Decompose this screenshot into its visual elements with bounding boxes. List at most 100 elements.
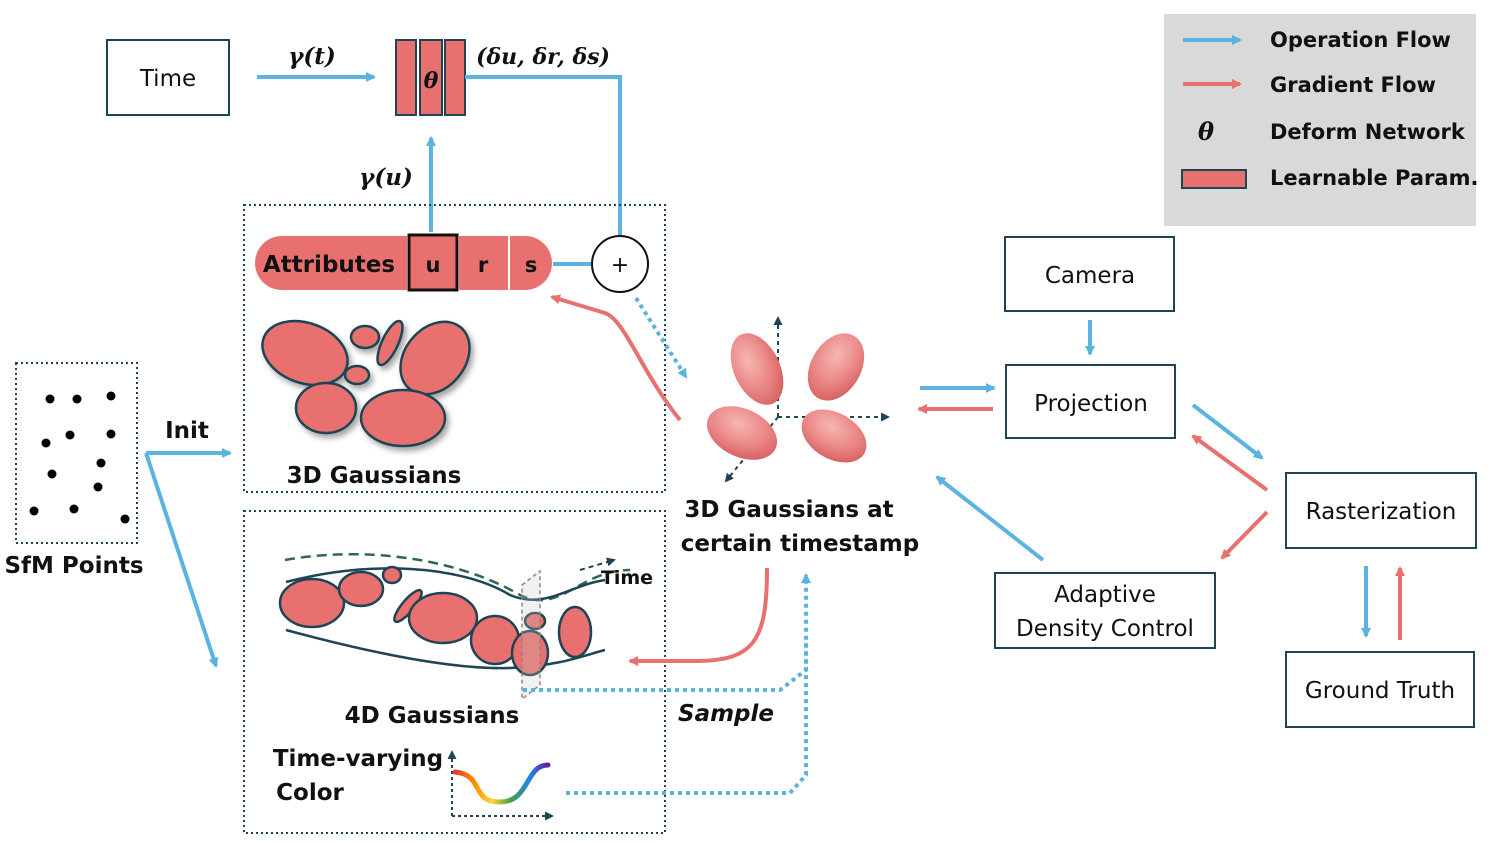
init-to-4d-arrow xyxy=(144,452,219,668)
camera-label: Camera xyxy=(1045,263,1135,289)
sfm-point xyxy=(120,514,130,524)
gaussians-3d-label: 3D Gaussians xyxy=(287,463,462,489)
sfm-point xyxy=(45,394,55,404)
sfm-point xyxy=(106,391,116,401)
timestamp-gaussian xyxy=(807,333,865,401)
rasterization-node xyxy=(1285,472,1477,549)
sample-label: Sample xyxy=(678,701,774,727)
gaussian-ellipse xyxy=(376,319,404,367)
sfm-points-box xyxy=(15,362,138,544)
network-output-line xyxy=(465,75,622,238)
legend-param-label: Learnable Param. xyxy=(1270,166,1478,190)
gaussian-ellipse xyxy=(407,591,479,645)
gaussian-ellipse xyxy=(343,364,371,386)
gaussian-ellipse xyxy=(381,565,403,585)
gaussian-ellipse xyxy=(349,324,381,350)
attribute-s: s xyxy=(525,253,538,277)
camera-node xyxy=(1004,236,1175,312)
gaussian-ellipse xyxy=(510,629,550,677)
adaptive-label-line2: Density Control xyxy=(1016,616,1194,642)
gaussian-ellipse xyxy=(337,570,385,608)
sfm-point xyxy=(72,394,82,404)
deform-network: θ xyxy=(395,39,466,116)
gradient-to-4d-arrow xyxy=(628,567,769,666)
adaptive-to-gaussians-arrow xyxy=(935,475,1045,562)
legend-operation-label: Operation Flow xyxy=(1270,28,1451,52)
gaussian-ellipses-3d xyxy=(261,319,471,448)
gaussian-ellipse xyxy=(294,381,358,435)
gaussian-ellipse xyxy=(261,319,349,387)
sfm-point xyxy=(65,430,75,440)
gaussians-4d-tube: Time xyxy=(278,552,653,701)
gaussians-4d-box xyxy=(243,510,666,834)
legend-background xyxy=(1164,14,1476,226)
sfm-point xyxy=(93,482,103,492)
network-layer-1 xyxy=(395,39,417,116)
time-varying-label-line2: Color xyxy=(276,780,344,806)
sfm-points-label: SfM Points xyxy=(4,553,143,579)
deltas-label: (δu, δr, δs) xyxy=(476,44,610,70)
rasterization-label: Rasterization xyxy=(1306,499,1457,525)
legend: Operation Flow Gradient Flow θ Deform Ne… xyxy=(1164,14,1478,226)
sfm-point-cloud xyxy=(29,391,130,524)
time-varying-label-line1: Time-varying xyxy=(273,746,443,772)
gaussian-ellipse xyxy=(399,320,471,396)
rasterization-gradient-to-projection xyxy=(1191,434,1269,492)
projection-node xyxy=(1005,364,1176,439)
time-node-label: Time xyxy=(139,66,196,92)
adaptive-label-line1: Adaptive xyxy=(1054,582,1156,608)
timestamp-gaussian xyxy=(706,406,778,460)
time-trajectory-dashed xyxy=(284,552,631,602)
legend-deform-label: Deform Network xyxy=(1270,120,1466,144)
timestamp-gaussian xyxy=(801,409,867,463)
plus-node xyxy=(591,235,649,293)
gaussian-ellipse xyxy=(359,388,447,448)
sample-path-4d xyxy=(523,573,811,692)
network-layer-3 xyxy=(444,39,466,116)
ground-truth-node xyxy=(1285,651,1475,728)
tube-upper-edge xyxy=(285,567,606,601)
time-node xyxy=(106,39,230,116)
attributes-pill xyxy=(255,236,552,290)
legend-param-swatch xyxy=(1181,169,1247,189)
color-plot xyxy=(447,750,554,821)
time-axis-arrow xyxy=(579,557,616,571)
gaussians-3d-box xyxy=(243,204,666,493)
sfm-point xyxy=(69,504,79,514)
legend-theta-symbol: θ xyxy=(1198,117,1214,146)
rasterization-gradient-to-adaptive xyxy=(1220,510,1269,560)
gaussian-ellipse xyxy=(557,605,593,659)
sfm-point xyxy=(29,506,39,516)
ground-truth-label: Ground Truth xyxy=(1305,678,1455,704)
sfm-point xyxy=(41,438,51,448)
gaussian-ellipse xyxy=(278,577,346,629)
attribute-r: r xyxy=(478,253,489,277)
attributes-label: Attributes xyxy=(263,252,395,278)
sample-path-color xyxy=(566,640,808,795)
timestamp-label-line2: certain timestamp xyxy=(681,531,919,557)
plus-symbol: + xyxy=(611,253,629,278)
attributes-bar: Attributes u r s xyxy=(255,233,552,292)
time-axis-label: Time xyxy=(601,567,653,589)
sfm-point xyxy=(47,469,57,479)
timestamp-label-line1: 3D Gaussians at xyxy=(684,497,893,523)
sfm-point xyxy=(106,429,116,439)
gradient-to-attributes-arrow xyxy=(550,294,682,422)
attribute-u: u xyxy=(426,253,441,277)
legend-gradient-label: Gradient Flow xyxy=(1270,73,1436,97)
color-curve xyxy=(452,762,551,805)
projection-label: Projection xyxy=(1034,391,1148,417)
gaussian-ellipse xyxy=(523,611,547,631)
time-slice-plane xyxy=(521,569,541,701)
network-layer-2 xyxy=(419,39,443,116)
timestamp-gaussians xyxy=(706,316,890,483)
timestamp-gaussian xyxy=(730,333,784,405)
gaussians-4d-label: 4D Gaussians xyxy=(345,703,520,729)
sfm-point xyxy=(96,458,106,468)
network-theta: θ xyxy=(424,68,439,94)
init-label: Init xyxy=(165,418,209,444)
projection-to-rasterization-arrow xyxy=(1191,403,1264,460)
gamma-t-label: γ(t) xyxy=(288,43,336,70)
attribute-u-highlight xyxy=(407,233,459,292)
